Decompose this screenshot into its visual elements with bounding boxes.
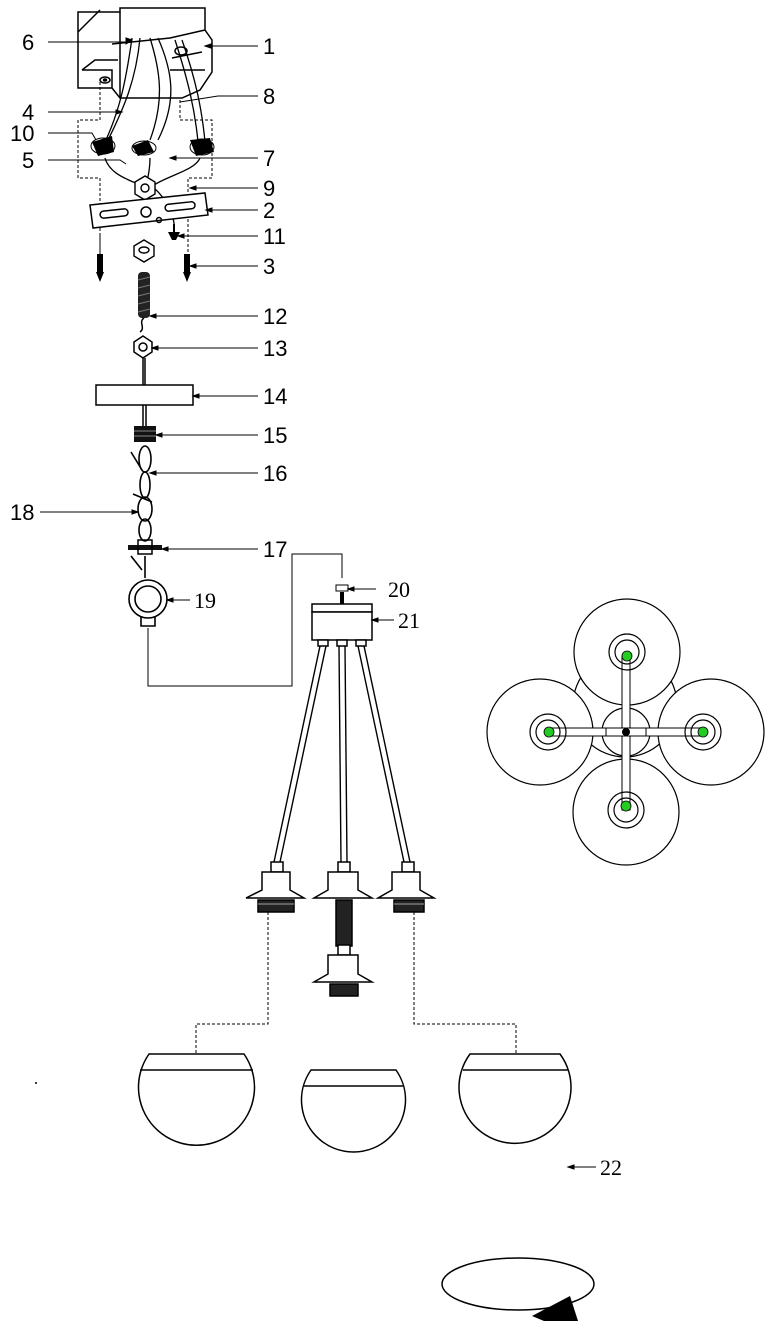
callout-20: 20 — [388, 577, 410, 602]
wire-nut-center — [131, 140, 157, 156]
callout-10: 10 — [10, 121, 34, 146]
callout-13: 13 — [263, 336, 287, 361]
callout-7: 7 — [263, 146, 275, 171]
callout-8: 8 — [263, 84, 275, 109]
callout-15: 15 — [263, 423, 287, 448]
callout-3: 3 — [263, 254, 275, 279]
loop-ring — [128, 579, 168, 627]
callout-labels: 1 2 3 4 5 6 7 8 9 10 11 12 13 14 15 16 1… — [10, 30, 622, 1180]
mounting-bracket — [89, 192, 209, 229]
callout-1: 1 — [263, 34, 275, 59]
socket-left — [245, 861, 307, 913]
stray-mark — [35, 1082, 37, 1084]
threaded-rod — [137, 272, 151, 318]
mounting-screw-left — [96, 236, 104, 282]
callout-9: 9 — [263, 176, 275, 201]
hex-nut-upper — [134, 175, 156, 201]
hook — [133, 317, 153, 386]
callout-12: 12 — [263, 304, 287, 329]
chain — [130, 445, 153, 578]
canopy — [95, 384, 194, 406]
pendant-arms — [273, 645, 411, 863]
center-body — [311, 603, 373, 647]
globe-left — [137, 1053, 256, 1147]
globe-center — [300, 1069, 407, 1153]
wire-nut-left — [90, 136, 116, 156]
callout-18: 18 — [10, 500, 34, 525]
mounting-screw-right — [183, 254, 191, 282]
socket-front — [311, 944, 375, 997]
chain-connector — [128, 539, 162, 555]
callout-2: 2 — [263, 198, 275, 223]
callout-11: 11 — [263, 224, 286, 249]
callout-21: 21 — [398, 608, 420, 633]
canopy-collar — [134, 405, 156, 442]
ground-screw — [168, 224, 180, 240]
wire-nut-right — [189, 138, 215, 156]
outlet-box — [77, 7, 213, 99]
hex-nut-lower — [133, 239, 155, 263]
finial — [335, 584, 349, 606]
callout-14: 14 — [263, 384, 287, 409]
socket-right — [375, 861, 437, 913]
callout-17: 17 — [263, 537, 287, 562]
globe-leader-lines — [195, 912, 517, 1054]
socket-highlight-dots — [543, 650, 709, 812]
callout-leaders — [40, 37, 596, 1170]
callout-16: 16 — [263, 461, 287, 486]
socket-center — [311, 861, 375, 947]
callout-19: 19 — [194, 588, 216, 613]
connection-line-19-21 — [147, 553, 343, 687]
rotation-arrow-icon — [441, 1257, 595, 1321]
callout-6: 6 — [22, 30, 34, 55]
callout-5: 5 — [22, 148, 34, 173]
globe-right — [458, 1053, 572, 1145]
callout-4: 4 — [22, 100, 34, 125]
callout-22: 22 — [600, 1155, 622, 1180]
top-view — [486, 598, 765, 866]
